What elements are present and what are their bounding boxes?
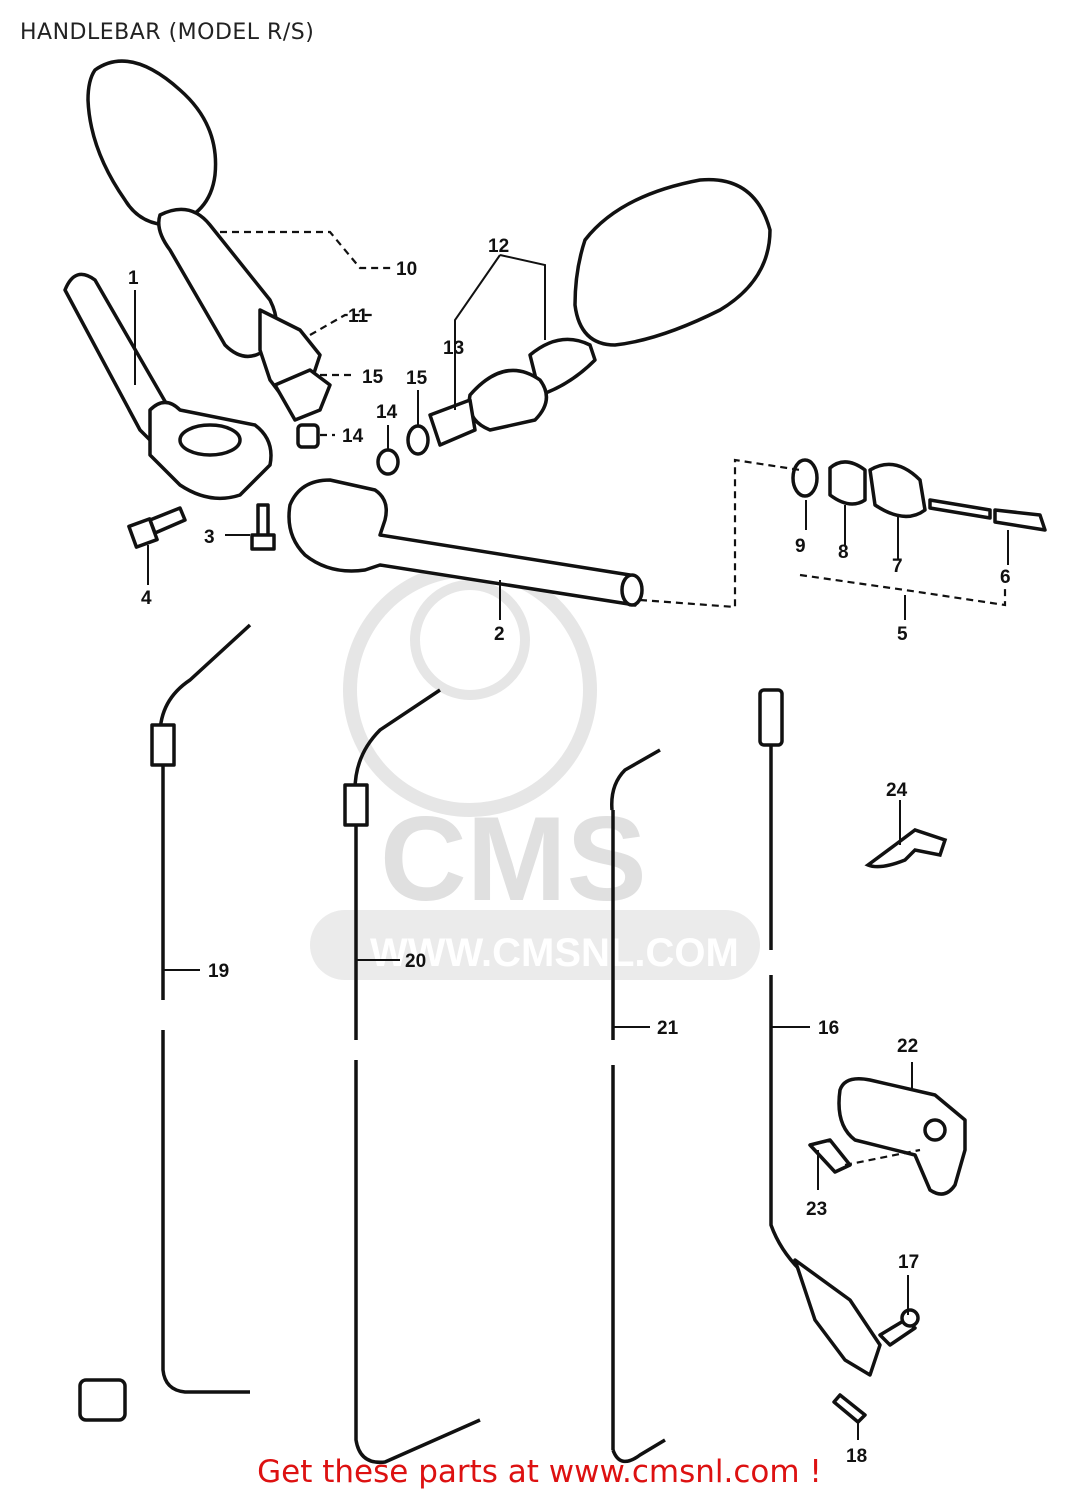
bar-end-assembly [791,458,1047,532]
washer-15-right [406,424,430,456]
callout-1: 1 [128,268,139,289]
callout-12: 12 [488,236,509,257]
bolt-17 [878,1308,920,1347]
right-mirror [428,177,772,447]
callout-21: 21 [657,1018,679,1039]
callout-6: 6 [1000,567,1011,588]
callout-16: 16 [818,1018,839,1039]
bracket-22 [837,1077,967,1196]
callout-14-right: 14 [376,402,398,423]
assembly-guide-line [639,458,801,609]
callout-4: 4 [141,588,152,609]
callout-11: 11 [348,306,369,327]
callout-13: 13 [443,338,464,359]
bolt-3 [250,503,276,551]
left-mirror [86,59,332,422]
bolt-4 [127,506,187,549]
cable-20 [343,688,481,1465]
callout-24: 24 [886,780,908,801]
washer-14-left [296,423,320,449]
callout-8: 8 [838,542,849,563]
callout-3: 3 [204,527,215,548]
callout-20: 20 [405,951,426,972]
watermark-logo: CMS [380,792,647,926]
callout-9: 9 [795,536,806,557]
callout-10: 10 [396,259,417,280]
callout-23: 23 [806,1199,827,1220]
callout-7: 7 [892,556,903,577]
diagram-title: HANDLEBAR (MODEL R/S) [20,20,315,45]
cable-19 [78,623,252,1422]
watermark: CMS WWW.CMSNL.COM [310,563,760,980]
handlebar-tube [287,478,644,607]
promo-link[interactable]: Get these parts at www.cmsnl.com ! [257,1454,822,1490]
bolt-23 [808,1138,852,1174]
callout-15-left: 15 [362,367,384,388]
cable-16 [758,688,882,1377]
pin-18 [832,1393,867,1424]
callout-18: 18 [846,1446,867,1467]
callout-17: 17 [898,1252,919,1273]
watermark-url: WWW.CMSNL.COM [370,931,739,975]
callout-15-right: 15 [406,368,428,389]
callout-5: 5 [897,624,908,645]
cable-21 [610,748,666,1464]
callout-19: 19 [208,961,229,982]
washer-14-right [376,448,400,476]
callout-14-left: 14 [342,426,364,447]
callout-labels: 1 2 3 4 5 6 7 8 9 10 11 12 13 14 14 15 1… [128,236,1011,1467]
callout-22: 22 [897,1036,918,1057]
left-grip [63,272,273,501]
leader-lines [134,230,1009,1440]
clip-24 [864,828,948,869]
callout-2: 2 [494,624,505,645]
